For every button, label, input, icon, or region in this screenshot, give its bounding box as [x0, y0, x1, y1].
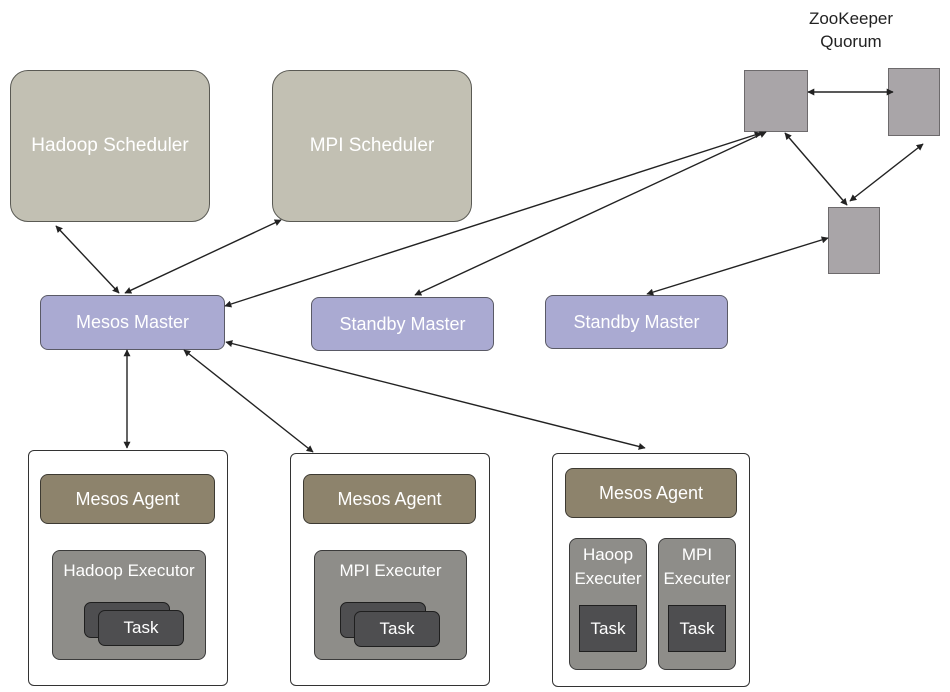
mesos-agent-2: Mesos Agent — [303, 474, 476, 524]
hadoop-scheduler-label: Hadoop Scheduler — [31, 135, 189, 156]
arrow-mpi-scheduler-master — [124, 219, 282, 294]
task-2-label: Task — [379, 619, 415, 638]
mpi-executor-2-label-line1: MPI — [681, 545, 713, 564]
task-2: Task — [354, 611, 440, 647]
mpi-scheduler: MPI Scheduler — [272, 70, 472, 222]
mesos-agent-3-label: Mesos Agent — [598, 482, 704, 503]
arrow-master-agent-2 — [183, 349, 314, 453]
zookeeper-label-line1: ZooKeeper — [808, 9, 894, 28]
arrow-zookeeper-standby-2 — [646, 236, 829, 296]
mesos-agent-3: Mesos Agent — [565, 468, 737, 518]
arrow-zookeeper-1-3 — [784, 132, 848, 206]
mesos-master: Mesos Master — [40, 295, 225, 350]
task-3-label: Task — [590, 618, 626, 638]
standby-master-2-label: Standby Master — [573, 311, 700, 332]
mpi-scheduler-label: MPI Scheduler — [309, 135, 435, 156]
mpi-executor-2-label-line2: Executer — [663, 569, 731, 588]
haoop-executor-label-line2: Executer — [574, 569, 642, 588]
zookeeper-quorum-label: ZooKeeper Quorum — [795, 7, 907, 53]
arrow-master-agent-3 — [225, 340, 646, 450]
task-3: Task — [579, 605, 637, 652]
task-4-label: Task — [679, 618, 715, 638]
hadoop-scheduler: Hadoop Scheduler — [10, 70, 210, 222]
standby-master-2: Standby Master — [545, 295, 728, 349]
zookeeper-label-line2: Quorum — [820, 32, 882, 51]
task-1: Task — [98, 610, 184, 646]
mesos-master-label: Mesos Master — [75, 312, 190, 332]
mesos-agent-1: Mesos Agent — [40, 474, 215, 524]
task-4: Task — [668, 605, 726, 652]
standby-master-1: Standby Master — [311, 297, 494, 351]
mpi-executor-label: MPI Executer — [339, 561, 442, 580]
haoop-executor-label-line1: Haoop — [582, 545, 634, 564]
zookeeper-node-1 — [744, 70, 808, 132]
task-1-label: Task — [123, 618, 159, 637]
zookeeper-node-3 — [828, 207, 880, 274]
arrow-zookeeper-2-3 — [849, 143, 924, 202]
hadoop-executor-label: Hadoop Executor — [63, 561, 195, 580]
zookeeper-node-2 — [888, 68, 940, 136]
arrow-hadoop-scheduler-master — [55, 225, 120, 294]
standby-master-1-label: Standby Master — [339, 313, 466, 334]
mesos-agent-1-label: Mesos Agent — [75, 488, 180, 509]
mesos-agent-2-label: Mesos Agent — [337, 488, 442, 509]
